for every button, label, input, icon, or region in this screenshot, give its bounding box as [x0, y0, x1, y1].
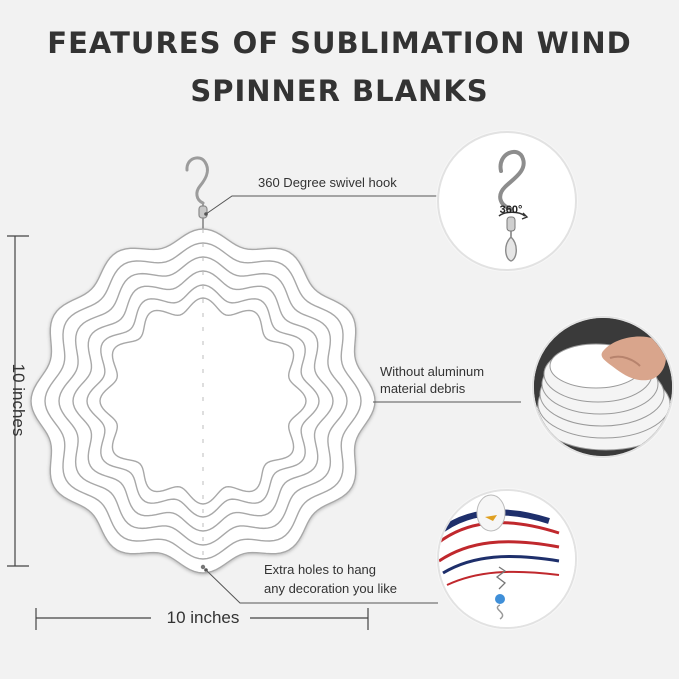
height-dimension-line [7, 235, 29, 567]
title-line-2: SPINNER BLANKS [190, 74, 489, 108]
feature-hook-label: 360 Degree swivel hook [258, 175, 397, 190]
feature-holes-label-1: Extra holes to hang [264, 562, 377, 577]
spinner-bottom-hole [200, 564, 206, 570]
decorated-spinner-photo [439, 491, 575, 627]
swivel-hook-icon: 360° [498, 149, 529, 262]
height-label: 10 inches [9, 363, 28, 437]
feature-holes-label-2: any decoration you like [264, 581, 397, 596]
detail-circle-holes [437, 489, 577, 629]
leader-lines [205, 195, 521, 604]
hook-pointer-dot [204, 212, 208, 216]
feature-debris-label-1: Without aluminum [380, 364, 485, 379]
swivel-degree-label: 360° [500, 204, 523, 216]
hand-spinner-photo [534, 318, 672, 456]
hole-pointer-dot [204, 568, 208, 572]
spinner-hook [185, 156, 209, 233]
detail-circle-hook: 360° [437, 131, 577, 271]
wind-spinner [30, 228, 376, 574]
width-label: 10 inches [166, 608, 240, 627]
title-line-1: FEATURES OF SUBLIMATION WIND [47, 26, 632, 60]
width-dimension-line [35, 608, 369, 630]
detail-circle-debris [532, 316, 674, 458]
feature-debris-label-2: material debris [380, 381, 466, 396]
